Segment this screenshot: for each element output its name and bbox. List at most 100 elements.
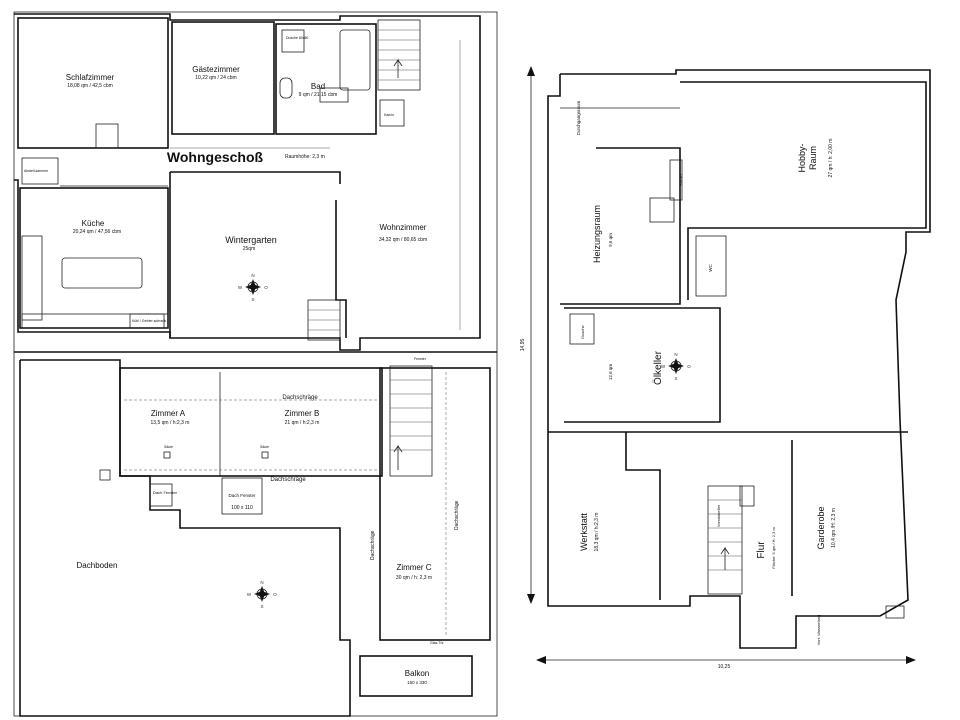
gaestezimmer-name: Gästezimmer xyxy=(192,65,240,74)
dachgeschoss-plan xyxy=(19,359,491,717)
hobby-area: 27 qm / h: 2,00 m xyxy=(828,139,834,178)
basin xyxy=(319,87,349,103)
wasserfang-label: Vorr. Wasserfang xyxy=(816,615,821,646)
dachfenster-box xyxy=(221,477,263,515)
kuehl-label: Kühl / Gefrier-schrank xyxy=(132,319,166,323)
dusche-box xyxy=(281,29,305,53)
compass-1-w: W xyxy=(238,285,243,290)
zimmer-c-walls xyxy=(379,367,491,641)
zimmer-c-name: Zimmer C xyxy=(396,563,431,572)
fenster-label: Fenster xyxy=(414,357,427,361)
compass-3-w: W xyxy=(661,364,666,369)
compass-3-o: O xyxy=(687,364,691,369)
keller-outer-walls xyxy=(547,69,931,649)
keller-kamin-label: Kamin xyxy=(678,174,683,185)
compass-2-w: W xyxy=(247,592,252,597)
keller-width-dim: 10,25 xyxy=(718,664,731,670)
heizung-name: Heizungsraum xyxy=(592,205,602,263)
compass-rose-3: N S W O xyxy=(661,352,691,381)
chimney-box xyxy=(95,123,119,149)
outer-walls xyxy=(14,13,481,351)
wohngeschoss-plan xyxy=(14,13,481,351)
hobby-name-2: Raum xyxy=(808,146,818,170)
werkstatt-area: 18,3 qm / h:2,3 m xyxy=(594,513,600,552)
keller-plan xyxy=(527,66,931,664)
oelkeller-walls xyxy=(564,307,721,423)
durchgang-name: Durchgangsraum xyxy=(576,100,581,135)
flur-name: Flur xyxy=(756,541,767,559)
abstellkammer-box xyxy=(21,157,59,185)
wohnzimmer-name: Wohnzimmer xyxy=(380,223,427,232)
keller-dusche-label: Dusche xyxy=(580,324,585,338)
abstellkammer-label: Abstell-kammer xyxy=(24,169,49,173)
left-sheet xyxy=(13,11,498,717)
dachfenster-size: 100 x 110 xyxy=(231,505,253,511)
compass-1-o: O xyxy=(264,285,268,290)
hobby-name-1: Hobby- xyxy=(797,143,807,172)
compass-1-n: N xyxy=(251,273,254,278)
wintergarten-name: Wintergarten xyxy=(225,235,277,245)
werkstatt-name: Werkstatt xyxy=(579,513,589,551)
dachboden-walls xyxy=(19,359,351,717)
keller-kamin-box xyxy=(649,197,675,223)
dining-table xyxy=(61,257,143,289)
flur-area: Fläche: 5 qm / H: 2,3 m xyxy=(771,527,776,569)
zimmer-a-area: 13,5 qm / h:2,3 m xyxy=(151,420,190,426)
gaestezimmer-area: 10,22 qm / 24 cbm xyxy=(195,75,236,81)
compass-3-n: N xyxy=(674,352,677,357)
kueche-name: Küche xyxy=(82,219,105,228)
dachschraege-left: Dachschräge xyxy=(370,530,376,560)
balkon-name: Balkon xyxy=(405,669,429,678)
oelkeller-name: Ölkeller xyxy=(652,350,664,385)
sheet-frame xyxy=(13,11,498,717)
kamin-box xyxy=(379,99,405,127)
bathtub xyxy=(339,29,371,91)
heizung-area: 9,6 qm xyxy=(608,233,613,247)
bad-area: 9 qm / 21,15 cbm xyxy=(299,92,338,98)
wohngeschoss-title: Wohngeschoß xyxy=(167,149,264,165)
kitchen-counter-bottom xyxy=(21,313,169,329)
schlafzimmer-area: 18,08 qm / 42,5 cbm xyxy=(67,83,113,89)
kuehlschrank xyxy=(129,313,165,329)
kamin-label-wohn: Kamin xyxy=(384,113,394,117)
compass-2-s: S xyxy=(260,604,263,609)
wintergarten-top-wall xyxy=(170,171,341,184)
wc-label: WC xyxy=(708,264,713,272)
saeule-label-a: Säule xyxy=(164,445,173,449)
wohnzimmer-area: 34,32 qm / 80,65 cbm xyxy=(379,237,427,243)
flur-stair-box xyxy=(707,485,743,595)
toilet xyxy=(279,77,293,99)
kitchen-counter xyxy=(21,235,43,321)
garderobe-name: Garderobe xyxy=(816,506,826,549)
balkon-walls xyxy=(359,655,473,697)
keller-height-dim: 14,95 xyxy=(520,339,526,352)
zimmer-c-area: 30 qm / h: 2,3 m xyxy=(396,575,432,581)
saeule-post xyxy=(99,469,111,481)
vorratskeller-label: Vorratskeller xyxy=(716,504,721,527)
zimmer-b-area: 21 qm / h:2,3 m xyxy=(285,420,320,426)
gaestezimmer-walls xyxy=(171,21,275,135)
glastuer-label: Glas-Tür xyxy=(430,641,444,645)
heizung-walls xyxy=(560,147,681,305)
compass-3-s: S xyxy=(674,376,677,381)
staircase-dach xyxy=(389,365,433,477)
zimmer-a-name: Zimmer A xyxy=(151,409,186,418)
oelkeller-area: 12,6 qm xyxy=(608,364,613,381)
garderobe-area: 10,4 qm /H: 2,3 m xyxy=(831,508,837,548)
hobby-walls xyxy=(680,81,927,300)
dachfenster-label: Dach Fenster xyxy=(228,493,256,498)
compass-1-s: S xyxy=(251,297,254,302)
zimmer-b-name: Zimmer B xyxy=(285,409,320,418)
wc-box xyxy=(695,235,727,297)
dachboden-name: Dachboden xyxy=(77,561,118,570)
stair-arrow xyxy=(393,58,403,78)
compass-2-o: O xyxy=(273,592,277,597)
compass-2-n: N xyxy=(260,580,263,585)
wohnzimmer-inner-wall xyxy=(335,200,347,338)
kueche-area: 20,24 qm / 47,56 cbm xyxy=(73,229,121,235)
raumhoehe-label: Raumhöhe: 2,3 m xyxy=(285,154,325,160)
compass-rose-2: N S W O xyxy=(247,580,277,609)
dachschraege-top: Dachschräge xyxy=(282,395,318,401)
wintergarten-area: 25qm xyxy=(243,246,256,252)
